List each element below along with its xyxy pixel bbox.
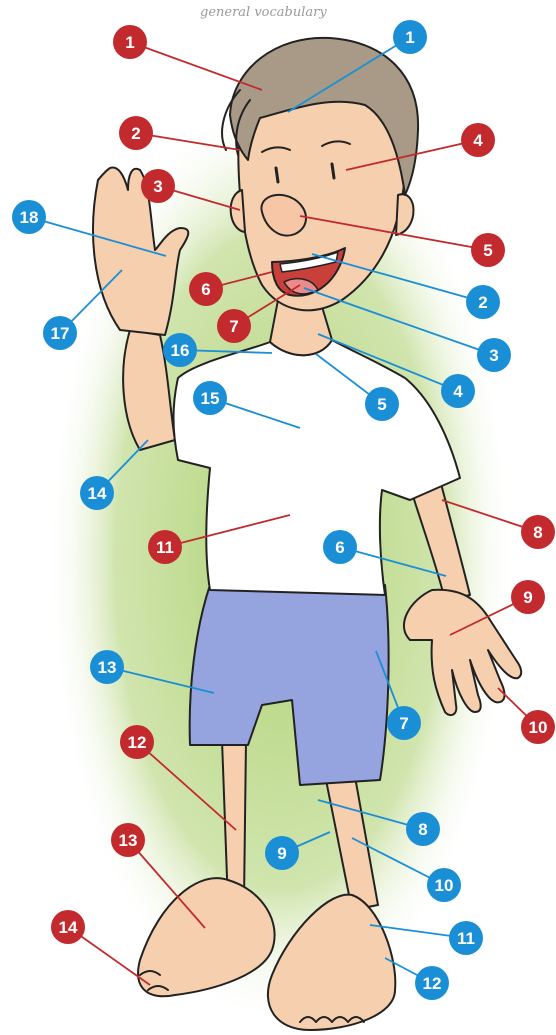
svg-text:4: 4 <box>473 131 483 150</box>
badge-red-3: 3 <box>141 169 175 203</box>
svg-text:3: 3 <box>153 177 162 196</box>
badge-red-14: 14 <box>51 910 85 944</box>
badge-blue-12: 12 <box>415 966 449 1000</box>
badge-red-5: 5 <box>471 233 505 267</box>
badge-blue-9: 9 <box>265 836 299 870</box>
svg-text:13: 13 <box>119 831 138 850</box>
badge-blue-8: 8 <box>406 812 440 846</box>
badge-red-1: 1 <box>113 25 147 59</box>
svg-text:12: 12 <box>423 974 442 993</box>
svg-text:6: 6 <box>201 280 210 299</box>
handwritten-note: general vocabulary <box>200 5 327 20</box>
badge-red-8: 8 <box>521 515 555 549</box>
svg-text:4: 4 <box>453 382 463 401</box>
svg-text:15: 15 <box>201 389 220 408</box>
badge-red-4: 4 <box>461 123 495 157</box>
badge-red-6: 6 <box>189 272 223 306</box>
svg-text:9: 9 <box>523 588 532 607</box>
svg-text:3: 3 <box>489 346 498 365</box>
badge-blue-15: 15 <box>193 381 227 415</box>
svg-text:13: 13 <box>98 658 117 677</box>
svg-text:17: 17 <box>51 324 70 343</box>
svg-text:16: 16 <box>171 341 190 360</box>
leader-red-1 <box>130 42 262 90</box>
badge-red-13: 13 <box>111 823 145 857</box>
badge-blue-17: 17 <box>43 316 77 350</box>
svg-text:10: 10 <box>435 876 454 895</box>
badge-red-2: 2 <box>119 116 153 150</box>
svg-text:5: 5 <box>377 395 386 414</box>
svg-text:11: 11 <box>156 538 174 557</box>
svg-text:6: 6 <box>335 538 344 557</box>
badge-blue-18: 18 <box>12 200 46 234</box>
badge-blue-10: 10 <box>427 868 461 902</box>
badge-red-12: 12 <box>120 725 154 759</box>
badge-red-9: 9 <box>511 580 545 614</box>
svg-text:7: 7 <box>229 317 238 336</box>
badge-red-11: 11 <box>148 530 182 564</box>
badge-red-10: 10 <box>521 710 555 744</box>
svg-text:9: 9 <box>277 844 286 863</box>
badge-blue-11: 11 <box>449 921 483 955</box>
svg-text:5: 5 <box>483 241 492 260</box>
badge-blue-2: 2 <box>466 285 500 319</box>
svg-text:1: 1 <box>405 28 414 47</box>
svg-text:14: 14 <box>88 484 107 503</box>
svg-text:12: 12 <box>128 733 147 752</box>
badge-blue-4: 4 <box>441 374 475 408</box>
svg-text:14: 14 <box>59 918 78 937</box>
svg-text:2: 2 <box>131 124 140 143</box>
svg-text:8: 8 <box>418 820 427 839</box>
badge-blue-5: 5 <box>365 387 399 421</box>
svg-text:8: 8 <box>533 523 542 542</box>
svg-text:2: 2 <box>478 293 487 312</box>
badge-blue-3: 3 <box>477 338 511 372</box>
svg-text:18: 18 <box>20 208 39 227</box>
badge-blue-1: 1 <box>393 20 427 54</box>
badge-blue-13: 13 <box>90 650 124 684</box>
badge-blue-7: 7 <box>387 706 421 740</box>
badge-blue-6: 6 <box>323 530 357 564</box>
badge-blue-14: 14 <box>80 476 114 510</box>
svg-text:11: 11 <box>457 929 475 948</box>
badge-red-7: 7 <box>217 309 251 343</box>
badge-blue-16: 16 <box>163 333 197 367</box>
svg-text:1: 1 <box>125 33 134 52</box>
svg-text:7: 7 <box>399 714 408 733</box>
svg-text:10: 10 <box>529 718 548 737</box>
